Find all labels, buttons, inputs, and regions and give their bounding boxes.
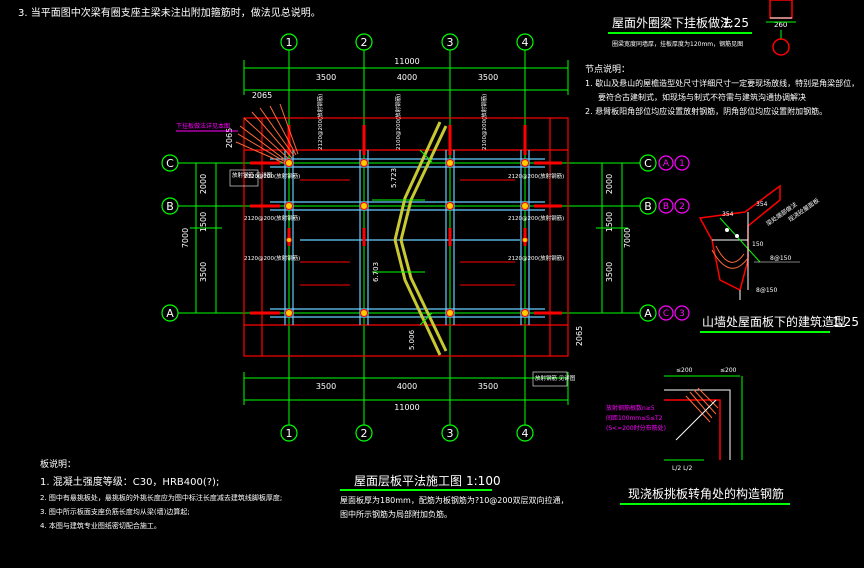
dim-bottom-1: 3500 <box>316 382 336 391</box>
beam-label-r3: 2120@200(放射钢筋) <box>508 254 564 262</box>
tag-b-b: 2 <box>679 202 685 212</box>
dim-right-1: 2000 <box>605 174 614 194</box>
dim-right-total: 7000 <box>623 228 632 248</box>
detail-right-dim-3: 150 <box>752 241 764 248</box>
main-title-text: 屋面层板平法施工图 <box>354 474 462 488</box>
beam-label-v3: 2100@200(放射钢筋) <box>480 94 488 150</box>
detail-top-title: 屋面外圈梁下挂板做法 <box>612 15 732 30</box>
axis-col-2-top: 2 <box>361 36 368 49</box>
axis-col-3-top: 3 <box>447 36 454 49</box>
corner-dim-bottom: L/2 L/2 <box>672 465 692 472</box>
detail-top-dim: 260 <box>774 21 787 29</box>
tag-c-b: 1 <box>679 159 685 169</box>
tag-b-a: B <box>663 202 669 212</box>
detail-corner-title: 现浇板挑板转角处的构造钢筋 <box>628 486 784 501</box>
node-notes-title: 节点说明： <box>585 63 630 75</box>
dim-bottom-2: 4000 <box>397 382 417 391</box>
beam-label-r1: 2120@200(放射钢筋) <box>508 172 564 180</box>
dim-left-1: 2000 <box>199 174 208 194</box>
axis-row-b-left: B <box>166 200 174 213</box>
main-title-line2: 图中所示钢筋为局部附加负筋。 <box>340 509 452 519</box>
detail-top-scale: 1:25 <box>722 16 749 30</box>
detail-right-label-3: 8@150 <box>770 255 791 262</box>
slab-note-3: 3. 图中所示板面支座负筋长度均从梁(墙)边算起; <box>40 507 190 516</box>
axis-col-3-bottom: 3 <box>447 427 454 440</box>
top-note: 3. 当平面图中次梁有圈支座主梁未注出附加箍筋时，做法见总说明。 <box>18 6 321 19</box>
dim-right-3: 3500 <box>605 262 614 282</box>
detail-top-subtitle: 圈梁宽度同墙厚，挂板厚度为120mm，钢筋见图 <box>612 40 743 48</box>
dim-diag-b: 6.703 <box>372 262 380 282</box>
slab-notes-title: 板说明： <box>40 458 76 470</box>
node-note-1b: 要符合古建制式，如现场与制式不符需与建筑沟通协调解决 <box>598 92 806 102</box>
magenta-callout: 下挂板做法详见本图 <box>176 122 230 130</box>
main-title-line1: 屋面板厚为180mm，配筋为板钢筋为?10@200双层双向拉通， <box>340 495 569 505</box>
detail-right-dim-1: 354 <box>722 211 734 218</box>
detail-right-title: 山墙处屋面板下的建筑造型 <box>702 314 846 329</box>
axis-col-4-bottom: 4 <box>522 427 529 440</box>
plan: 1 2 3 4 1 2 3 4 C B A C B A A 1 B 2 C 3 <box>161 33 690 442</box>
dim-right-2: 1500 <box>605 212 614 232</box>
detail-top: 屋面外圈梁下挂板做法 1:25 圈梁宽度同墙厚，挂板厚度为120mm，钢筋见图 … <box>608 0 796 56</box>
dim-overhang-right: 2065 <box>575 326 584 346</box>
axis-row-a-left: A <box>166 307 174 320</box>
tag-c-a: A <box>663 159 670 169</box>
dim-bottom-total: 11000 <box>394 403 419 412</box>
axis-row-c-left: C <box>166 157 174 170</box>
axis-col-1-top: 1 <box>286 36 293 49</box>
beam-label-v2: 2100@200(放射钢筋) <box>394 94 402 150</box>
main-title-scale: 1:100 <box>466 474 501 488</box>
detail-right: 354 354 150 梁处端部做法 现浇砼屋面板 8@150 8@150 山墙… <box>698 184 859 333</box>
axis-col-4-top: 4 <box>522 36 529 49</box>
dim-bottom-3: 3500 <box>478 382 498 391</box>
axis-col-1-bottom: 1 <box>286 427 293 440</box>
corner-label-3: (S<=200时分布筋处) <box>606 424 666 432</box>
dim-diag-a: 5.723 <box>390 168 398 188</box>
tag-a-b: 3 <box>679 309 685 319</box>
corner-label-2: 间距100mm≤S≤T2 <box>606 414 663 422</box>
dim-overhang-top: 2065 <box>252 91 272 100</box>
beam-label-l1: 2120@200(放射钢筋) <box>244 172 300 180</box>
dim-top-total: 11000 <box>394 57 419 66</box>
beam-label-v1: 2120@200(放射钢筋) <box>316 94 324 150</box>
detail-right-label-4: 8@150 <box>756 287 777 294</box>
dim-top-1: 3500 <box>316 73 336 82</box>
slab-note-1: 1. 混凝土强度等级：C30，HRB400(?); <box>40 475 219 488</box>
detail-corner: ≤200 ≤200 L/2 L/2 放射钢筋根数n≥5 间距100mm≤S≤T2… <box>606 367 790 505</box>
slab-notes: 板说明： 1. 混凝土强度等级：C30，HRB400(?); 2. 图中有悬挑板… <box>40 458 282 530</box>
detail-right-dim-2: 354 <box>756 201 768 208</box>
slab-note-2: 2. 图中有悬挑板处，悬挑板的外挑长度应为图中标注长度减去建筑线脚板厚度; <box>40 493 282 502</box>
dim-left-3: 3500 <box>199 262 208 282</box>
dim-diag-c: 5.006 <box>408 329 416 350</box>
node-note-1: 1. 歇山及悬山的屋檐造型处尺寸详细尺寸一定要现场放线，特别是角梁部位， <box>585 78 859 88</box>
dim-top-3: 3500 <box>478 73 498 82</box>
axis-row-b-right: B <box>644 200 652 213</box>
slab-note-4: 4. 本图与建筑专业图纸密切配合施工。 <box>40 521 161 530</box>
node-note-2: 2. 悬臂板阳角部位均应设置放射钢筋，阴角部位均应设置附加钢筋。 <box>585 106 827 116</box>
beam-label-l3: 2120@200(放射钢筋) <box>244 254 300 262</box>
dim-left-2: 1500 <box>199 212 208 232</box>
axis-row-a-right: A <box>644 307 652 320</box>
corner-right-label: 放射钢筋 见详图 <box>535 374 576 382</box>
detail-right-scale: 1:25 <box>832 315 859 329</box>
beam-label-r2: 2120@200(放射钢筋) <box>508 214 564 222</box>
dim-left-total: 7000 <box>181 228 190 248</box>
corner-label-1: 放射钢筋根数n≥5 <box>606 404 655 412</box>
dim-top-2: 4000 <box>397 73 417 82</box>
corner-dim-top2: ≤200 <box>720 367 737 374</box>
dim-overhang-left: 2065 <box>225 128 234 148</box>
main-title: 屋面层板平法施工图 1:100 屋面板厚为180mm，配筋为板钢筋为?10@20… <box>340 474 569 519</box>
node-notes: 节点说明： 1. 歇山及悬山的屋檐造型处尺寸详细尺寸一定要现场放线，特别是角梁部… <box>585 63 859 116</box>
axis-row-c-right: C <box>644 157 652 170</box>
corner-left-label: 放射钢筋 见详图 <box>232 171 273 179</box>
tag-a-a: C <box>663 309 669 319</box>
axis-col-2-bottom: 2 <box>361 427 368 440</box>
corner-dim-top: ≤200 <box>676 367 693 374</box>
beam-label-l2: 2120@200(放射钢筋) <box>244 214 300 222</box>
